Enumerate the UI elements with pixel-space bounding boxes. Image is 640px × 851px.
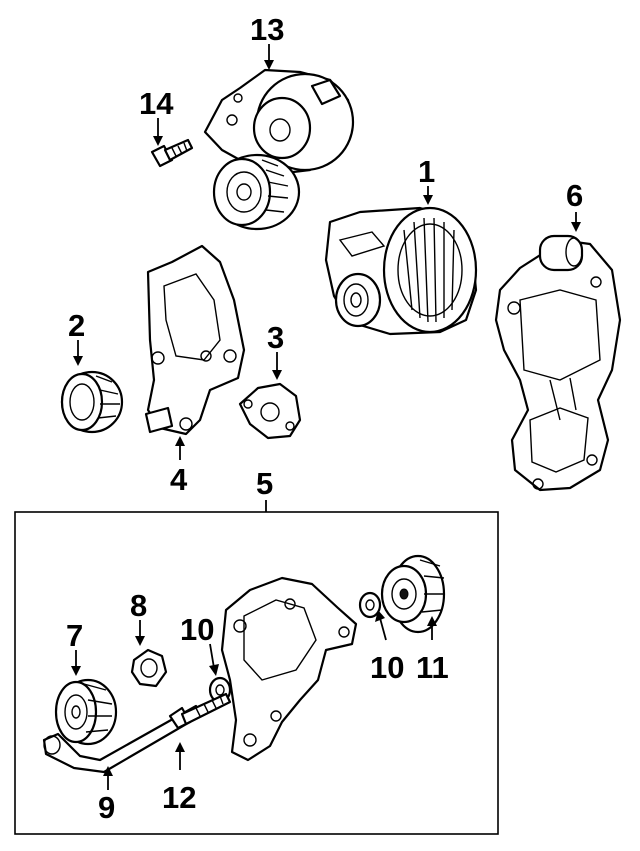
mounting-bracket-part-6 [494, 234, 622, 492]
alternator-bracket-part-4 [144, 244, 246, 436]
kit-group-box [14, 511, 499, 835]
callout-6: 6 [566, 178, 583, 213]
callout-4: 4 [170, 462, 188, 497]
pulley-part-11 [380, 554, 446, 634]
callout-7: 7 [66, 618, 83, 653]
belt-tensioner-part-13 [203, 68, 355, 231]
callout-10-left: 10 [180, 612, 214, 647]
callout-3: 3 [267, 320, 284, 355]
callout-10-right: 10 [370, 650, 404, 685]
callout-14: 14 [139, 86, 174, 121]
callout-13: 13 [250, 12, 284, 47]
pulley-part-2 [60, 370, 124, 434]
callout-12: 12 [162, 780, 196, 815]
bolt-part-12 [168, 692, 232, 730]
callout-1: 1 [418, 154, 435, 189]
callout-2: 2 [68, 308, 85, 343]
callout-8: 8 [130, 588, 147, 623]
idler-pulley-part-7 [54, 678, 118, 746]
bolt-part-14 [150, 138, 194, 168]
tensioner-bracket [220, 576, 358, 762]
callout-5: 5 [256, 466, 273, 501]
clip-part-8 [130, 648, 168, 688]
callout-11: 11 [416, 650, 449, 685]
alternator-part-1 [324, 206, 478, 336]
small-bracket-part-3 [238, 382, 302, 440]
washer-part-10-right [358, 591, 382, 619]
callout-9: 9 [98, 790, 115, 825]
